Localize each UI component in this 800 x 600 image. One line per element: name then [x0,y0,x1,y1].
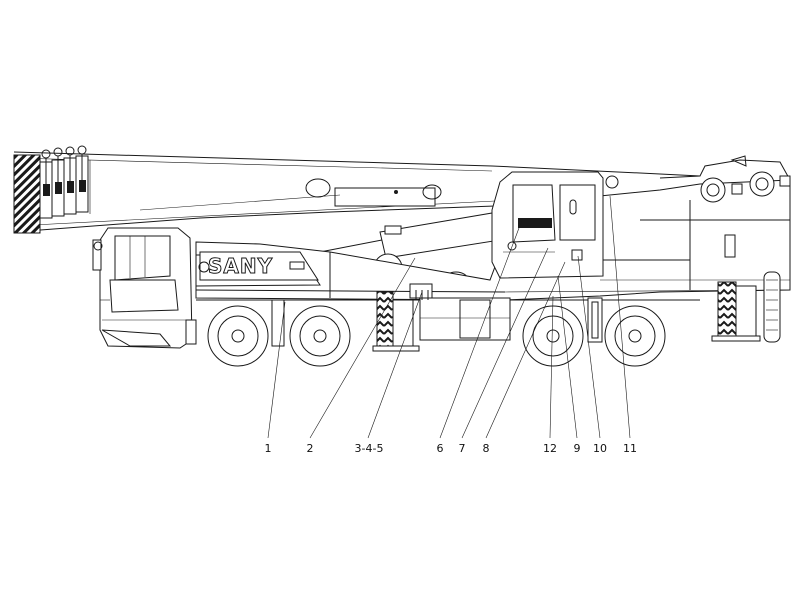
rear-outrigger [711,281,761,342]
callout-1: 1 [265,442,272,455]
callout-8: 8 [483,442,490,455]
wheel-1 [207,305,269,367]
callout-leaders [267,195,631,439]
callout-7: 7 [459,442,466,455]
spare-tire [763,271,781,343]
winch-drums [700,155,791,203]
callout-3-4-5: 3-4-5 [355,442,384,455]
sany-logo: SANY [198,251,319,281]
front-outrigger [372,291,420,352]
callout-11: 11 [623,442,637,455]
callout-labels: 1 2 3-4-5 6 7 8 12 9 10 11 [265,442,638,455]
callout-10: 10 [593,442,607,455]
wheel-4 [604,305,666,367]
callout-12: 12 [543,442,557,455]
boom-head [13,145,89,234]
operator-cabin [491,171,604,279]
telescopic-boom [13,151,701,233]
callout-2: 2 [307,442,314,455]
callout-6: 6 [437,442,444,455]
callout-9: 9 [574,442,581,455]
wheel-2 [289,305,351,367]
running-gear [196,283,700,343]
sany-logo-text: SANY [208,254,273,278]
